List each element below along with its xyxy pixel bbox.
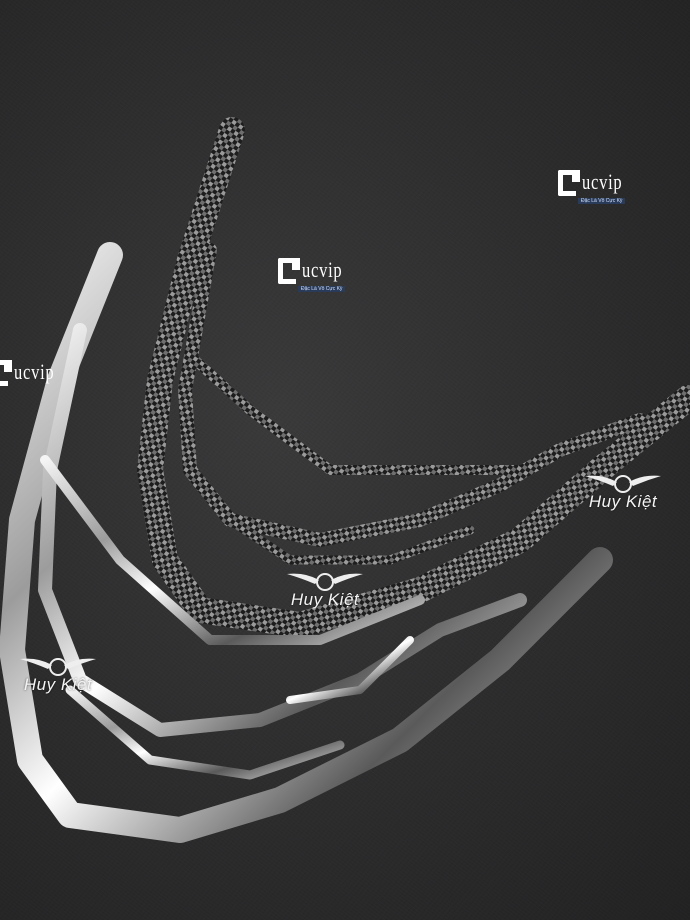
huy-kiet-watermark: Huy Kiệt (285, 570, 365, 610)
cucvip-watermark: ucvip Đặc Là Vô Cực Kỳ (278, 258, 356, 292)
winged-logo-icon (287, 573, 363, 591)
winged-logo-icon (20, 658, 96, 676)
cucvip-watermark: ucvip Đặc Là Vô Cực Kỳ (558, 170, 636, 204)
cucvip-logo-icon (558, 170, 580, 196)
carbon-grille (137, 117, 690, 638)
winged-logo-icon (585, 475, 661, 493)
chrome-grille (0, 242, 613, 843)
huy-kiet-watermark: Huy Kiệt (18, 655, 98, 695)
cucvip-logo-icon (278, 258, 300, 284)
cucvip-watermark: ucvip (0, 360, 68, 386)
cucvip-logo-icon (0, 360, 12, 386)
huy-kiet-watermark: Huy Kiệt (583, 472, 663, 512)
